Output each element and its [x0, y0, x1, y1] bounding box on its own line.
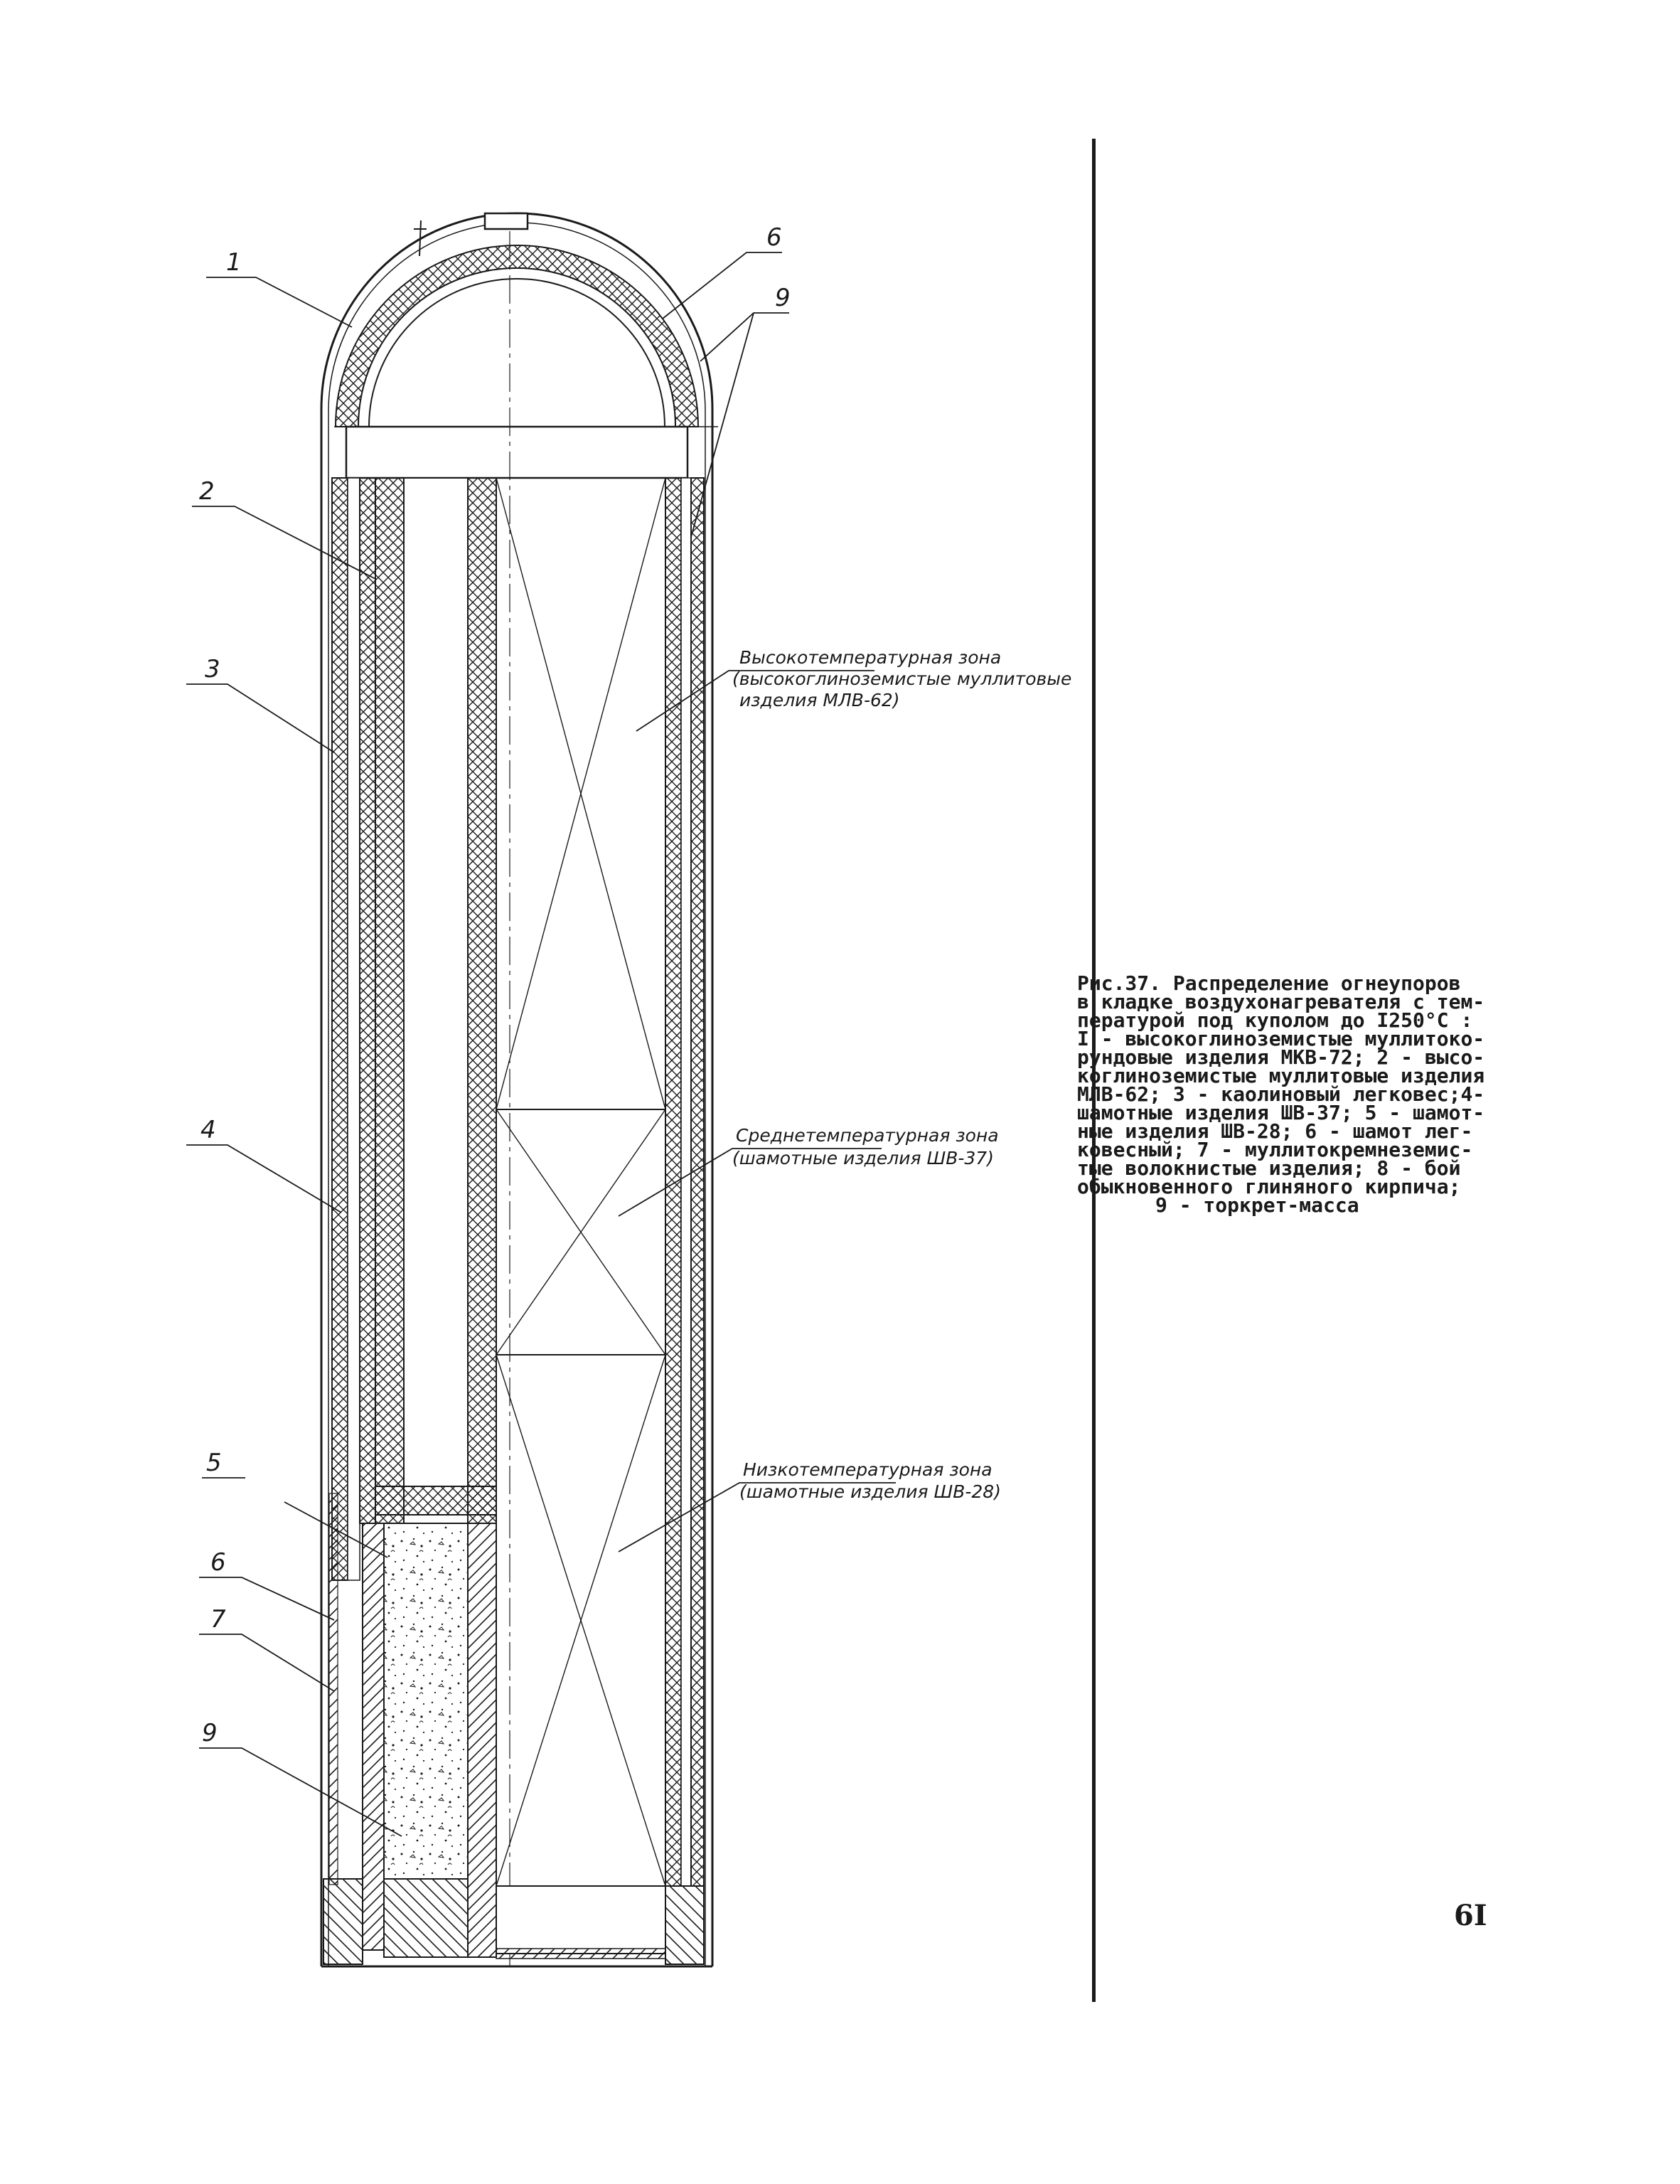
caption-line: ковесный; 7 - муллитокремнеземис- [1077, 1138, 1473, 1161]
caption-line: обыкновенного глиняного кирпича; [1077, 1175, 1461, 1198]
dome-ring-beam [345, 425, 689, 479]
caption-line: тые волокнистые изделия; 8 - бой [1077, 1156, 1461, 1180]
caption-line: ные изделия ШВ-28; 6 - шамот лег- [1077, 1119, 1473, 1143]
callout-9-top-label: 9 [775, 284, 791, 312]
zone-label-low: Низкотемпературная зона (шамотные издели… [739, 1459, 1001, 1502]
zone-low-material: (шамотные изделия ШВ-28) [739, 1481, 1001, 1502]
caption-line: пературой под куполом до I250°С : [1077, 1008, 1473, 1032]
caption-line: I - высокоглиноземистые муллитоко- [1077, 1027, 1485, 1050]
zone-high-material-cont: изделия МЛВ-62) [739, 690, 900, 710]
zone-mid-title: Среднетемпературная зона [736, 1125, 999, 1146]
dome-manhole [483, 212, 529, 230]
zone-high-material: (высокоглиноземистые муллитовые [732, 668, 1071, 689]
combustion-chamber [375, 477, 497, 1524]
caption-line: рундовые изделия МКВ-72; 2 - высо- [1077, 1045, 1485, 1069]
checker-chamber [496, 231, 666, 1966]
callout-3-label: 3 [205, 655, 220, 683]
callout-6-top-label: 6 [766, 223, 782, 252]
figure-caption: Рис.37. Распределение огнеупоров в кладк… [1077, 974, 1532, 1215]
left-wall-lining [328, 477, 376, 1885]
caption-line: коглиноземистые муллитовые изделия [1077, 1064, 1485, 1087]
caption-line: Рис.37. Распределение огнеупоров [1077, 971, 1461, 995]
zone-label-high: Высокотемпературная зона (высокоглинозем… [732, 647, 1071, 710]
zone-mid-material: (шамотные изделия ШВ-37) [732, 1148, 994, 1168]
caption-line: шамотные изделия ШВ-37; 5 - шамот- [1077, 1101, 1485, 1124]
callout-7-label: 7 [210, 1605, 226, 1634]
callout-1-label: 1 [226, 248, 242, 277]
callout-9-bottom-label: 9 [202, 1719, 218, 1747]
caption-last-line: 9 - торкрет-масса [1155, 1193, 1359, 1217]
callout-numbers: 1 6 9 2 3 4 5 6 7 9 [199, 223, 791, 1747]
zone-high-title: Высокотемпературная зона [739, 647, 1001, 668]
callout-5-label: 5 [206, 1449, 222, 1477]
callout-2-label: 2 [199, 477, 215, 506]
zone-low-title: Низкотемпературная зона [743, 1459, 993, 1480]
caption-line: МЛВ-62; 3 - каолиновый легковес;4- [1077, 1082, 1485, 1106]
zone-label-mid: Среднетемпературная зона (шамотные издел… [732, 1125, 999, 1168]
callout-6-bottom-label: 6 [210, 1548, 226, 1577]
callout-4-label: 4 [200, 1116, 216, 1144]
page-number: 6I [1454, 1899, 1487, 1932]
dome [334, 212, 718, 479]
chamber-base [323, 1523, 497, 1965]
vertical-divider-line [1092, 139, 1096, 2002]
callout-leaders [186, 252, 896, 1837]
caption-line: в кладке воздухонагревателя с тем- [1077, 990, 1485, 1013]
right-wall-lining [665, 477, 705, 1965]
